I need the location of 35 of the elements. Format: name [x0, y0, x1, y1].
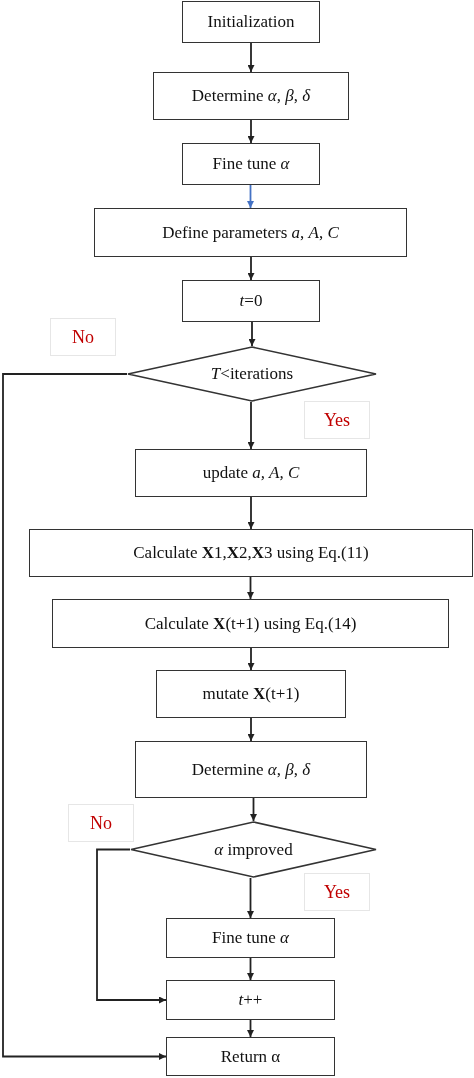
process-box: Return α	[166, 1037, 335, 1076]
edge-label: No	[68, 804, 134, 842]
arrow	[247, 119, 255, 144]
arrow	[247, 184, 254, 209]
process-box: t++	[166, 980, 335, 1020]
edge-label: No	[50, 318, 116, 356]
process-box: Determine α, β, δ	[153, 72, 349, 120]
process-box: t=0	[182, 280, 320, 322]
arrow	[247, 957, 254, 981]
process-box: Initialization	[182, 1, 320, 43]
arrow	[247, 717, 255, 742]
edge-label: Yes	[304, 873, 370, 911]
arrow	[247, 877, 254, 919]
arrow	[250, 797, 257, 822]
process-box: update a, A, C	[135, 449, 367, 497]
arrow	[247, 256, 255, 281]
arrow	[96, 848, 167, 1004]
process-box: Determine α, β, δ	[135, 741, 367, 798]
arrow	[2, 373, 167, 1060]
process-box: Calculate X(t+1) using Eq.(14)	[52, 599, 449, 648]
arrow	[248, 321, 256, 347]
decision-diamond: T<iterations	[127, 346, 377, 402]
arrow	[247, 576, 254, 600]
process-box: Fine tune α	[182, 143, 320, 185]
arrow	[247, 647, 255, 671]
process-box: mutate X(t+1)	[156, 670, 346, 718]
decision-diamond: α improved	[130, 821, 377, 878]
process-box: Calculate X1,X2,X3 using Eq.(11)	[29, 529, 473, 577]
process-box: Define parameters a, A, C	[94, 208, 407, 257]
arrow	[247, 496, 255, 530]
arrow	[247, 401, 255, 450]
edge-label: Yes	[304, 401, 370, 439]
process-box: Fine tune α	[166, 918, 335, 958]
arrow	[247, 1019, 254, 1038]
arrow	[247, 42, 255, 73]
